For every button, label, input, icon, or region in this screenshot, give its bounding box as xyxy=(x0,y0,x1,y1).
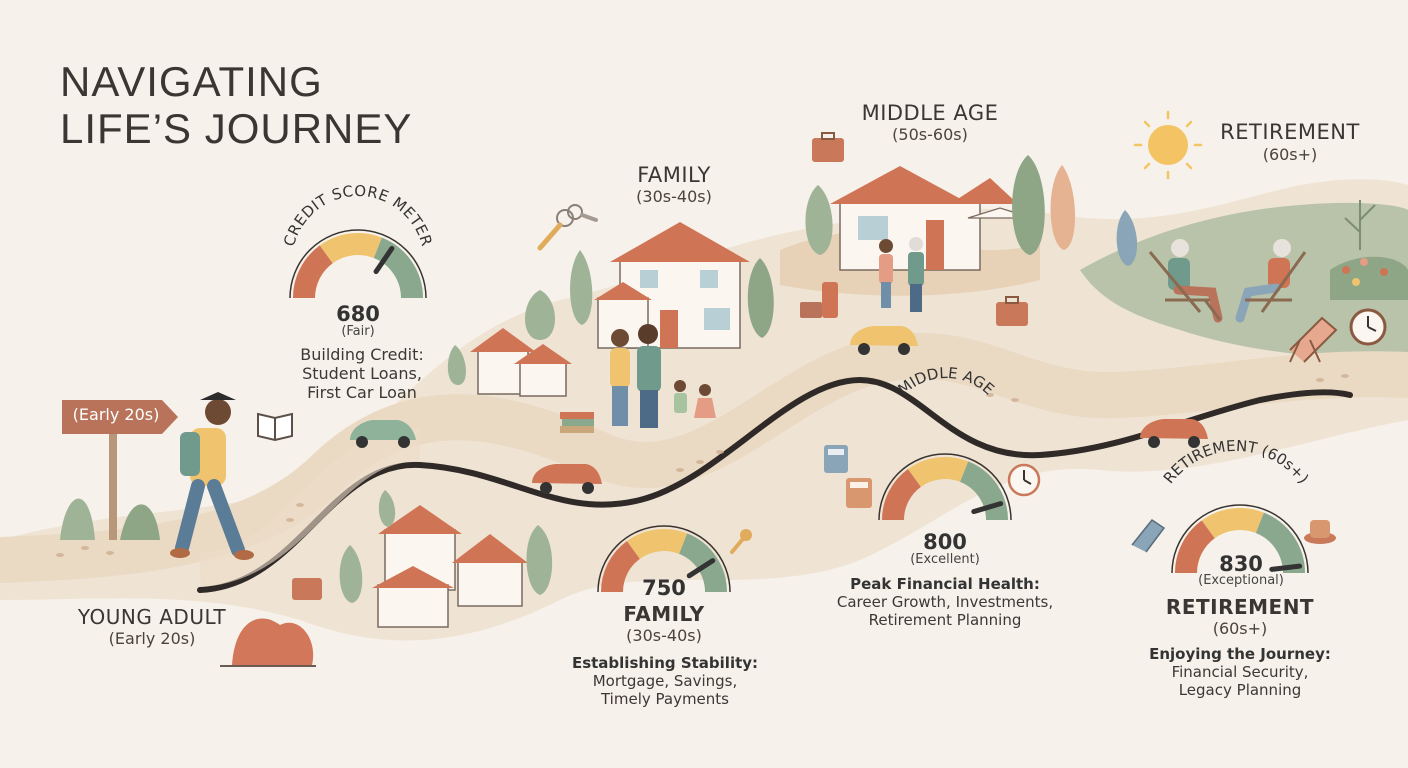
rating-fair: (Fair) xyxy=(341,324,375,339)
family-top-age: (30s-40s) xyxy=(636,187,712,206)
gauge-segment-0-2 xyxy=(373,237,423,299)
desc-830-head: Enjoying the Journey: xyxy=(1149,645,1331,663)
retire-bottom-title: RETIREMENT xyxy=(1165,595,1315,619)
family-bottom-title: FAMILY xyxy=(623,602,705,626)
family-house xyxy=(570,222,774,349)
desc-680-line-2: Student Loans, xyxy=(302,364,422,383)
young-adult-figure xyxy=(170,392,254,560)
gauge-segment-0-0 xyxy=(293,245,334,299)
desc-800-line-1: Career Growth, Investments, xyxy=(836,593,1054,611)
hat-icon xyxy=(1304,520,1336,544)
score-750: 750 xyxy=(642,576,686,600)
gauge-rim-2 xyxy=(878,453,1012,521)
clock-icon-small xyxy=(1007,463,1041,497)
beach-chair-icon xyxy=(1131,518,1166,553)
light-path xyxy=(0,333,1408,583)
calculator-icon xyxy=(824,445,848,473)
gauge-segment-2-1 xyxy=(907,457,969,488)
credit-gauge-750 xyxy=(597,525,731,593)
score-800: 800 xyxy=(923,530,967,554)
car-icon-3 xyxy=(850,326,918,355)
gauge-rim-1 xyxy=(597,525,731,593)
credit-gauge-830 xyxy=(1171,504,1309,574)
middle-top-age: (50s-60s) xyxy=(892,125,968,144)
desc-830-line-2: Legacy Planning xyxy=(1178,681,1302,699)
books-icon xyxy=(560,412,594,433)
gauge-segment-1-0 xyxy=(601,541,641,593)
credit-gauge-800 xyxy=(878,453,1012,521)
briefcase-icon-right xyxy=(996,296,1028,326)
bushes xyxy=(60,498,316,667)
desc-750-line-1: Mortgage, Savings, xyxy=(592,672,738,690)
middle-age-house xyxy=(800,155,1076,318)
briefcase-icon xyxy=(812,132,844,162)
key-icon-lower xyxy=(730,529,752,554)
desc-750-head: Establishing Stability: xyxy=(571,654,759,672)
desc-800-head: Peak Financial Health: xyxy=(850,575,1040,593)
car-icon-2 xyxy=(532,464,602,494)
family-bottom-age: (30s-40s) xyxy=(626,626,702,645)
title-line-1: NAVIGATING xyxy=(60,58,323,105)
score-830: 830 xyxy=(1219,552,1263,576)
title-line-2: LIFE’S JOURNEY xyxy=(60,105,413,153)
retired-couple xyxy=(1148,239,1307,323)
rating-excellent: (Excellent) xyxy=(910,552,980,567)
footprints xyxy=(56,374,1349,557)
signpost xyxy=(62,400,178,540)
gauge-segment-2-2 xyxy=(959,461,1008,521)
page-title: NAVIGATING LIFE’S JOURNEY xyxy=(60,58,412,152)
gauge-segment-0-1 xyxy=(319,233,382,264)
suitcase-icon-lower xyxy=(292,578,322,600)
rating-exceptional: (Exceptional) xyxy=(1198,573,1284,588)
young-adult-age: (Early 20s) xyxy=(108,629,196,648)
signpost-label: (Early 20s) xyxy=(72,405,160,424)
gauge-segment-1-1 xyxy=(626,529,688,560)
houses-lower xyxy=(339,490,553,628)
calculator-icon-2 xyxy=(846,478,872,508)
family-top-title: FAMILY xyxy=(637,163,711,187)
gauge-segment-2-0 xyxy=(882,469,922,521)
young-adult-title: YOUNG ADULT xyxy=(77,605,227,629)
small-houses-left xyxy=(447,290,572,397)
family-figures xyxy=(560,324,716,433)
score-680: 680 xyxy=(336,302,380,326)
desc-800-line-2: Retirement Planning xyxy=(868,611,1022,629)
garden xyxy=(1116,200,1408,300)
middle-top-title: MIDDLE AGE xyxy=(861,101,999,125)
sun-icon xyxy=(1133,110,1203,180)
gauge-rim-3 xyxy=(1171,504,1309,574)
desc-830-line-1: Financial Security, xyxy=(1171,663,1309,681)
gauge-rim-0 xyxy=(289,229,427,299)
retire-top-age: (60s+) xyxy=(1262,145,1318,164)
desc-750-line-2: Timely Payments xyxy=(600,690,729,708)
retire-top-title: RETIREMENT xyxy=(1220,120,1360,144)
keys-icon xyxy=(537,204,598,251)
gauge-segment-3-1 xyxy=(1201,508,1264,539)
credit-gauge-680 xyxy=(289,229,427,299)
deck-chair-icon xyxy=(1289,316,1338,363)
retire-bottom-age: (60s+) xyxy=(1212,619,1268,638)
car-icon-1 xyxy=(350,420,416,448)
book-icon xyxy=(257,412,293,442)
desc-680-line-3: First Car Loan xyxy=(307,383,417,402)
clock-icon xyxy=(1349,308,1387,346)
desc-680-line-1: Building Credit: xyxy=(300,345,424,364)
gauge-segment-3-0 xyxy=(1175,520,1216,574)
road xyxy=(197,376,1353,593)
car-icon-4 xyxy=(1140,419,1208,448)
